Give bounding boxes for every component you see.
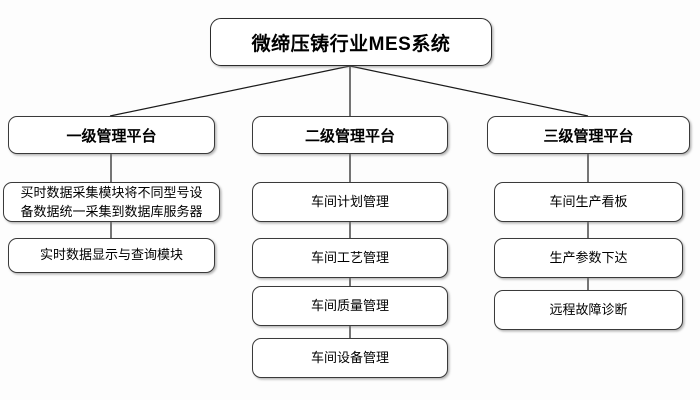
node-col3-item-1-label: 生产参数下达	[549, 249, 628, 265]
node-col1-item-0[interactable]: 买时数据采集模块将不同型号设 备数据统一采集到数据库服务器	[3, 182, 220, 222]
node-platform-level-2-label: 二级管理平台	[304, 127, 395, 145]
node-col3-item-0[interactable]: 车间生产看板	[494, 182, 683, 222]
node-col2-item-1-label: 车间工艺管理	[310, 249, 389, 265]
node-col2-item-0[interactable]: 车间计划管理	[252, 182, 448, 222]
node-col1-item-1[interactable]: 实时数据显示与查询模块	[8, 238, 215, 273]
node-col3-item-1[interactable]: 生产参数下达	[494, 238, 683, 278]
node-platform-level-1[interactable]: 一级管理平台	[8, 116, 215, 154]
node-platform-level-3-label: 三级管理平台	[543, 127, 634, 145]
node-col1-item-0-label: 买时数据采集模块将不同型号设 备数据统一采集到数据库服务器	[20, 184, 203, 220]
node-root-title-label: 微缔压铸行业MES系统	[251, 33, 451, 55]
node-root-title[interactable]: 微缔压铸行业MES系统	[210, 18, 492, 66]
node-col3-item-2-label: 远程故障诊断	[549, 301, 628, 317]
node-col3-item-2[interactable]: 远程故障诊断	[494, 290, 683, 330]
node-col2-item-0-label: 车间计划管理	[310, 193, 389, 209]
node-col2-item-3[interactable]: 车间设备管理	[252, 338, 448, 378]
connector-title-to-col3	[349, 65, 589, 117]
node-col2-item-2[interactable]: 车间质量管理	[252, 286, 448, 326]
connector-title-to-col1	[109, 65, 351, 117]
node-platform-level-1-label: 一级管理平台	[66, 127, 157, 145]
node-platform-level-3[interactable]: 三级管理平台	[487, 116, 690, 154]
node-col2-item-2-label: 车间质量管理	[310, 297, 389, 313]
node-col2-item-1[interactable]: 车间工艺管理	[252, 238, 448, 278]
node-col1-item-1-label: 实时数据显示与查询模块	[39, 247, 183, 263]
node-col2-item-3-label: 车间设备管理	[310, 349, 389, 365]
node-platform-level-2[interactable]: 二级管理平台	[252, 116, 448, 154]
node-col3-item-0-label: 车间生产看板	[549, 193, 628, 209]
